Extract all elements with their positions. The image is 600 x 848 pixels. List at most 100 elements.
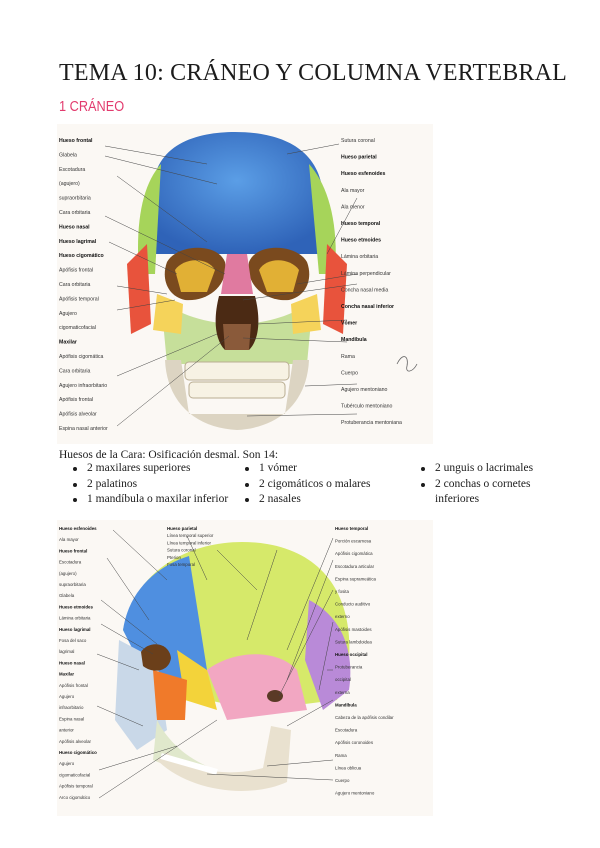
figure-label: (agujero) [59, 571, 77, 576]
figure-label-bone: Hueso lagrimal [59, 239, 97, 245]
figure-label: Apófisis temporal [59, 296, 99, 302]
figure-label-bone: Hueso temporal [341, 221, 381, 227]
figure-label: Arco cigomático [59, 795, 91, 800]
list-item: 1 mandíbula o maxilar inferior [59, 492, 229, 508]
figure-label-bone: Hueso parietal [341, 155, 377, 161]
figure-label: Apófisis cigomática [335, 551, 373, 556]
figure-label: Cuerpo [335, 778, 350, 783]
figure-label-bone: Hueso parietal [167, 526, 197, 531]
figure-label-bone: Mandíbula [335, 702, 357, 707]
figure-label: Agujero [59, 311, 77, 317]
figure-label: Lámina perpendicular [341, 271, 391, 277]
figure-label: (agujero) [59, 181, 80, 187]
figure-label: Apófisis cigomática [59, 354, 104, 360]
occipital-bone [305, 600, 351, 710]
figure-label: y fosita [335, 589, 349, 594]
figure-label: Porción escamosa [335, 539, 372, 544]
figure-label: Glabela [59, 152, 77, 158]
figure-label: occipital [335, 677, 351, 682]
bullet-column-3: 2 unguis o lacrimales 2 conchas o cornet… [407, 461, 557, 508]
figure-label: Agujero mentoniano [341, 387, 388, 393]
figure-label-bone: Maxilar [59, 340, 77, 346]
figure-label: Fosa del saco [59, 638, 87, 643]
figure-label: Escotadura [59, 167, 85, 173]
figure-label: Sutura lambdoidea [335, 639, 372, 644]
figure-label: Cara orbitaria [59, 210, 91, 216]
figure-label: Apófisis alveolar [59, 739, 92, 744]
figure-label: cigomaticofacial [59, 772, 90, 777]
figure-label: Concha nasal media [341, 287, 388, 293]
figure-label: Espina suprameática [335, 576, 377, 581]
figure-label: Agujero mentoniano [335, 791, 375, 796]
bullet-column-1: 2 maxilares superiores 2 palatinos 1 man… [59, 461, 229, 508]
figure-label-bone: Mandíbula [341, 337, 367, 343]
figure-label-bone: Hueso etmoides [341, 238, 381, 244]
figure-label-bone: Hueso occipital [335, 652, 367, 657]
list-item: 2 cigomáticos o malares [231, 477, 411, 493]
figure-label-bone: Hueso etmoides [59, 604, 93, 609]
figure-label: Conducto auditivo [335, 602, 371, 607]
figure-label: supraorbitaria [59, 196, 91, 202]
figure-label: Apófisis mastoides [335, 627, 372, 632]
figure-label-bone: Hueso cigomático [59, 253, 104, 259]
list-item: 2 unguis o lacrimales [407, 461, 557, 477]
frontal-bone [147, 132, 327, 254]
figure-label: Sutura coronal [167, 548, 196, 553]
figure-label: Ala mayor [341, 188, 365, 194]
figure-label: Sutura coronal [341, 138, 375, 144]
figure-label: supraorbitaria [59, 582, 86, 587]
figure-label: Lámina orbitaria [341, 254, 378, 260]
figure-label: Fosa temporal [167, 562, 195, 567]
figure-label-bone: Hueso temporal [335, 526, 368, 531]
page-title: TEMA 10: CRÁNEO Y COLUMNA VERTEBRAL [59, 60, 568, 86]
figure-label: Cara orbitaria [59, 282, 91, 288]
figure-label: Espina nasal anterior [59, 426, 108, 432]
figure-label: anterior [59, 728, 74, 733]
figure-label-bone: Hueso lagrimal [59, 627, 90, 632]
figure-label: Escotadura articular [335, 564, 375, 569]
figure-label: Pterion [167, 555, 181, 560]
figure-label: lagrimal [59, 649, 74, 654]
figure-label: Ala menor [341, 204, 365, 210]
figure-label: Cara orbitaria [59, 368, 91, 374]
figure-label: Escotadura [59, 560, 82, 565]
figure-label-bone: Hueso cigomático [59, 750, 97, 755]
intro-text: Huesos de la Cara: Osificación desmal. S… [59, 449, 279, 461]
figure-label-bone: Hueso frontal [59, 138, 93, 144]
figure-label: Espina nasal [59, 716, 84, 721]
figure-label: Apófisis frontal [59, 683, 88, 688]
figure-label-bone: Vómer [341, 321, 357, 327]
figure-label: Agujero [59, 694, 75, 699]
figure-label: Tubérculo mentoniano [341, 404, 393, 410]
figure-label-bone: Hueso frontal [59, 548, 87, 553]
list-item: 2 conchas o cornetes inferiores [407, 477, 557, 508]
bullet-column-2: 1 vómer 2 cigomáticos o malares 2 nasale… [231, 461, 411, 508]
figure-label: Protuberancia [335, 665, 363, 670]
figure-label: cigomaticofacial [59, 325, 96, 331]
list-item: 2 palatinos [59, 477, 229, 493]
figure-label: Apófisis temporal [59, 784, 93, 789]
figure-label: Apófisis alveolar [59, 412, 97, 418]
figure-label: externo [335, 614, 350, 619]
figure-label-bone: Hueso nasal [59, 224, 90, 230]
figure-label: Apófisis frontal [59, 397, 93, 403]
figure-label: Agujero infraorbitario [59, 383, 107, 389]
figure-label-bone: Maxilar [59, 672, 74, 677]
figure-label: Línea oblicua [335, 765, 362, 770]
figure-label: Rama [341, 354, 355, 360]
figure-label: Línea temporal inferior [167, 540, 211, 545]
section-heading: 1 CRÁNEO [59, 98, 125, 115]
figure-label: infraorbitario [59, 705, 84, 710]
figure-label-bone: Hueso esfenoides [341, 171, 386, 177]
figure-label-bone: Concha nasal inferior [341, 304, 394, 310]
figure-label: Apófisis frontal [59, 268, 93, 274]
figure-label: Agujero [59, 761, 75, 766]
list-item: 2 maxilares superiores [59, 461, 229, 477]
figure-label: Escotadura [335, 728, 358, 733]
figure-label: Rama [335, 753, 347, 758]
figure-label: Glabela [59, 593, 75, 598]
